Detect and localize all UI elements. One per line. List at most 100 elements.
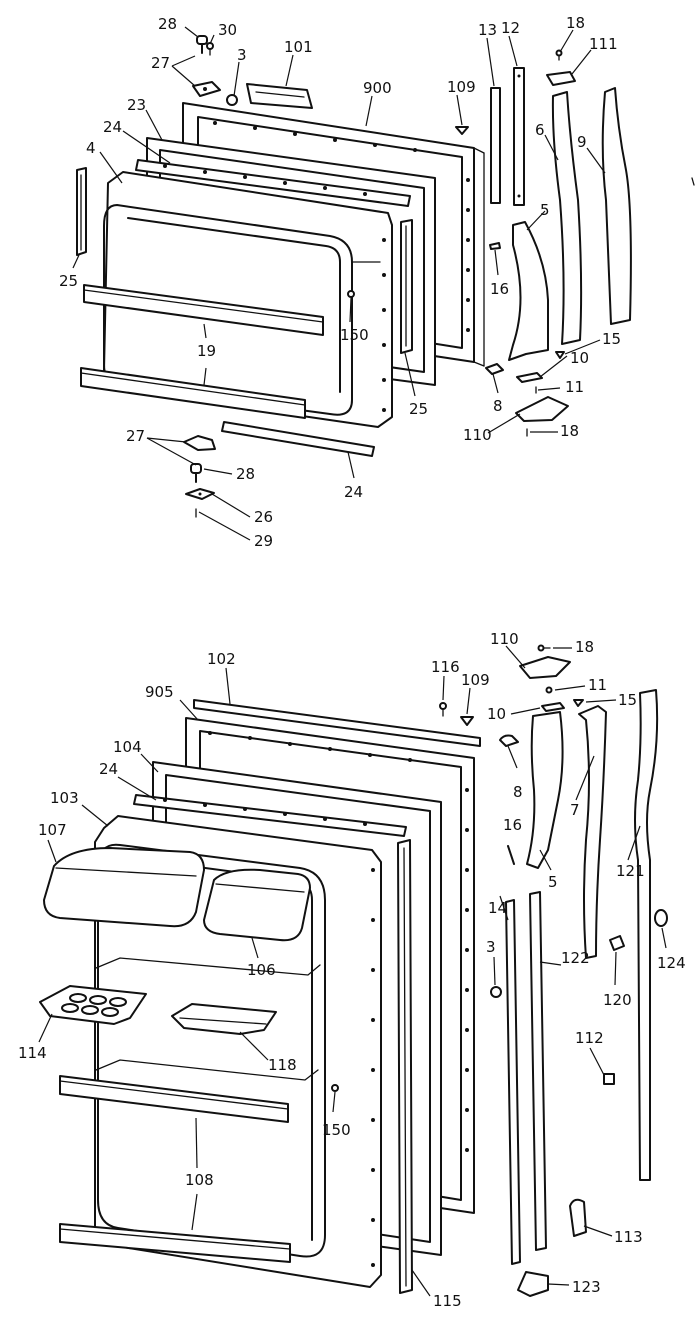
strip-122 [529, 891, 547, 1251]
callout-label: 23 [127, 96, 146, 114]
screw-15-freezer [573, 699, 584, 707]
callout-label: 4 [86, 139, 96, 157]
door-stop-3-freezer [490, 986, 502, 998]
hinge-cover-7 [578, 705, 607, 959]
bracket-123 [517, 1271, 549, 1297]
callout-label: 150 [340, 326, 369, 344]
side-trim-left [76, 167, 87, 256]
callout-label: 14 [488, 899, 507, 917]
callout-label: 120 [603, 991, 632, 1009]
callout-label: 28 [158, 15, 177, 33]
hinge-110-freezer [519, 656, 571, 679]
callout-label: 124 [657, 954, 686, 972]
callout-label: 30 [218, 21, 237, 39]
door-shelf-upper [83, 284, 324, 336]
hinge-cover-6 [551, 91, 583, 345]
hinge-pin-28 [196, 35, 208, 54]
tray-118 [171, 1003, 277, 1035]
callout-label: 111 [589, 35, 618, 53]
shim-10 [516, 372, 543, 383]
callout-label: 102 [207, 650, 236, 668]
callouts-bottom: 102 905 116 109 110 18 11 15 10 104 24 1… [18, 630, 686, 1310]
trim-9 [601, 87, 632, 325]
trim-121 [634, 689, 659, 1181]
callout-label: 150 [322, 1121, 351, 1139]
door-stop-3 [226, 94, 238, 106]
callout-label: 115 [433, 1292, 462, 1310]
callout-label: 13 [478, 21, 497, 39]
callout-label: 26 [254, 508, 273, 526]
strip-14 [505, 899, 521, 1265]
callout-label: 8 [493, 397, 503, 415]
callout-label: 5 [540, 201, 550, 219]
callout-label: 10 [487, 705, 506, 723]
washer-11-freezer [545, 686, 553, 694]
callout-label: 11 [588, 676, 607, 694]
trim-115 [397, 839, 413, 1294]
callout-label: 16 [490, 280, 509, 298]
door-shelf-lower [80, 367, 306, 419]
callout-label: 11 [565, 378, 584, 396]
callout-label: 116 [431, 658, 460, 676]
callout-label: 5 [548, 873, 558, 891]
callout-label: 114 [18, 1044, 47, 1062]
callout-label: 18 [575, 638, 594, 656]
leader-lines-bottom [38, 645, 667, 1297]
hinge-bushing-27 [192, 81, 221, 97]
callout-label: 3 [237, 46, 247, 64]
side-trim-right [400, 219, 413, 354]
screw-150 [347, 290, 355, 298]
callout-label: 118 [268, 1056, 297, 1074]
screw-120 [609, 935, 625, 951]
callout-label: 25 [59, 272, 78, 290]
callout-label: 905 [145, 683, 174, 701]
callout-label: 25 [409, 400, 428, 418]
hinge-5-freezer [526, 711, 564, 869]
plate-26 [185, 488, 215, 500]
callout-label: 29 [254, 532, 273, 550]
callout-label: 113 [614, 1228, 643, 1246]
hinge-5 [508, 221, 549, 361]
callout-label: 101 [284, 38, 313, 56]
callout-label: 12 [501, 19, 520, 37]
compartment-door-106 [203, 868, 311, 942]
callout-label: 108 [185, 1171, 214, 1189]
callout-label: 15 [618, 691, 637, 709]
leader-lines-top [72, 26, 606, 541]
callout-label: 6 [535, 121, 545, 139]
callout-label: 112 [575, 1029, 604, 1047]
plug-8 [485, 363, 504, 375]
screw-16 [489, 242, 501, 250]
callout-label: 3 [486, 938, 496, 956]
screw-15 [555, 351, 565, 359]
breaker-strip-lower [221, 421, 375, 457]
stray-mark [691, 177, 695, 186]
door-shelf-108-lower [59, 1223, 291, 1263]
bracket-111 [546, 71, 576, 86]
hinge-bushing-27-bottom [183, 435, 216, 451]
screw-116 [439, 702, 447, 717]
callout-label: 122 [561, 949, 590, 967]
butter-door-107 [43, 847, 205, 928]
callout-label: 10 [570, 349, 589, 367]
callout-label: 104 [113, 738, 142, 756]
egg-tray-114 [39, 985, 147, 1025]
hinge-110 [515, 396, 569, 422]
plug-8-freezer [499, 734, 519, 747]
bracket-113 [569, 1198, 587, 1237]
callout-label: 27 [151, 54, 170, 72]
breaker-strip [135, 159, 411, 207]
callout-label: 16 [503, 816, 522, 834]
callout-label: 109 [447, 78, 476, 96]
callout-label: 24 [103, 118, 122, 136]
callout-label: 900 [363, 79, 392, 97]
screw-30 [206, 42, 214, 56]
callout-label: 18 [560, 422, 579, 440]
callout-label: 27 [126, 427, 145, 445]
top-strip-102 [193, 699, 481, 747]
fresh-food-door-diagram: 28 30 27 3 101 900 109 13 12 18 111 23 2… [59, 14, 632, 550]
callout-label: 109 [461, 671, 490, 689]
screw-18-freezer [537, 644, 551, 652]
door-handle [246, 83, 313, 109]
